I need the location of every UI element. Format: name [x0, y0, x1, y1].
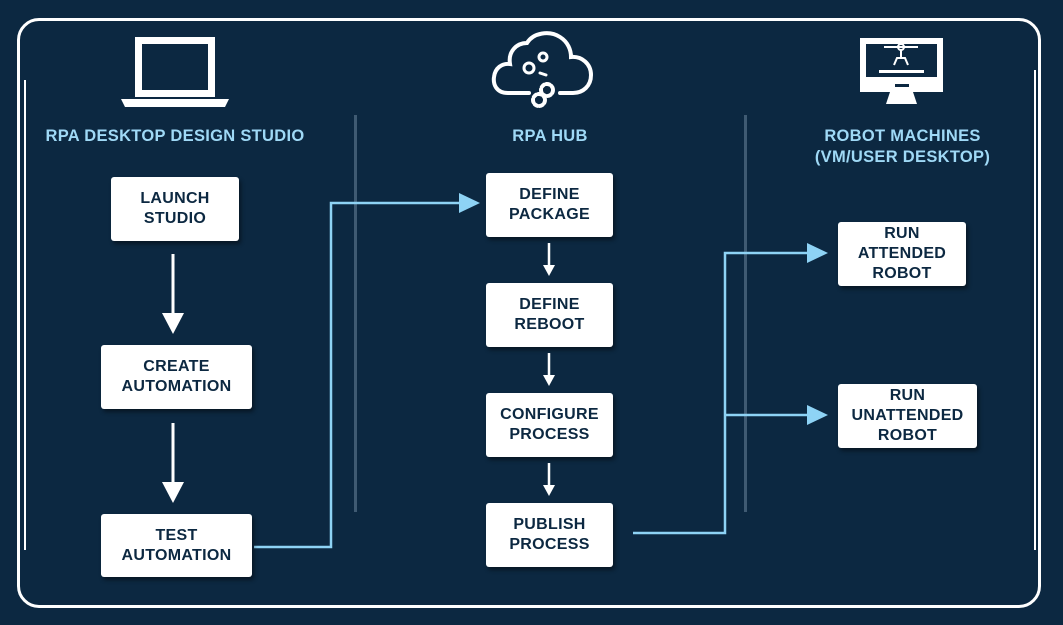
monitor-robot-arm-icon	[860, 38, 943, 104]
step-test-automation: TEST AUTOMATION	[101, 514, 252, 577]
step-run-unattended-robot: RUN UNATTENDED ROBOT	[838, 384, 977, 448]
connector-test-to-package	[254, 201, 462, 549]
connector-publish-to-robots	[633, 251, 812, 535]
laptop-icon	[121, 37, 229, 107]
column-title-hub: RPA HUB	[512, 127, 588, 145]
arrow-configure-to-publish-head	[543, 485, 555, 496]
cloud-gears-icon	[491, 31, 594, 108]
arrow-create-to-test-head	[162, 482, 184, 503]
step-launch-studio: LAUNCH STUDIO	[111, 177, 239, 241]
right-edge-line	[1034, 70, 1036, 550]
step-define-reboot: DEFINE REBOOT	[486, 283, 613, 347]
step-define-package: DEFINE PACKAGE	[486, 173, 613, 237]
connector-attended-head	[807, 243, 828, 263]
column-title-studio: RPA DESKTOP DESIGN STUDIO	[45, 127, 305, 145]
column-title-robots: ROBOT MACHINES (VM/USER DESKTOP)	[814, 127, 991, 166]
diagram-frame	[17, 18, 1041, 608]
arrow-package-to-reboot-head	[543, 265, 555, 276]
left-edge-line	[24, 80, 26, 550]
step-run-attended-robot: RUN ATTENDED ROBOT	[838, 222, 966, 286]
arrow-reboot-to-configure-head	[543, 375, 555, 386]
step-publish-process: PUBLISH PROCESS	[486, 503, 613, 567]
step-create-automation: CREATE AUTOMATION	[101, 345, 252, 409]
arrow-launch-to-create-head	[162, 313, 184, 334]
column-divider-1	[354, 115, 357, 512]
connector-test-to-package-head	[459, 193, 480, 213]
step-configure-process: CONFIGURE PROCESS	[486, 393, 613, 457]
connector-unattended-head	[807, 405, 828, 425]
column-divider-2	[744, 115, 747, 512]
